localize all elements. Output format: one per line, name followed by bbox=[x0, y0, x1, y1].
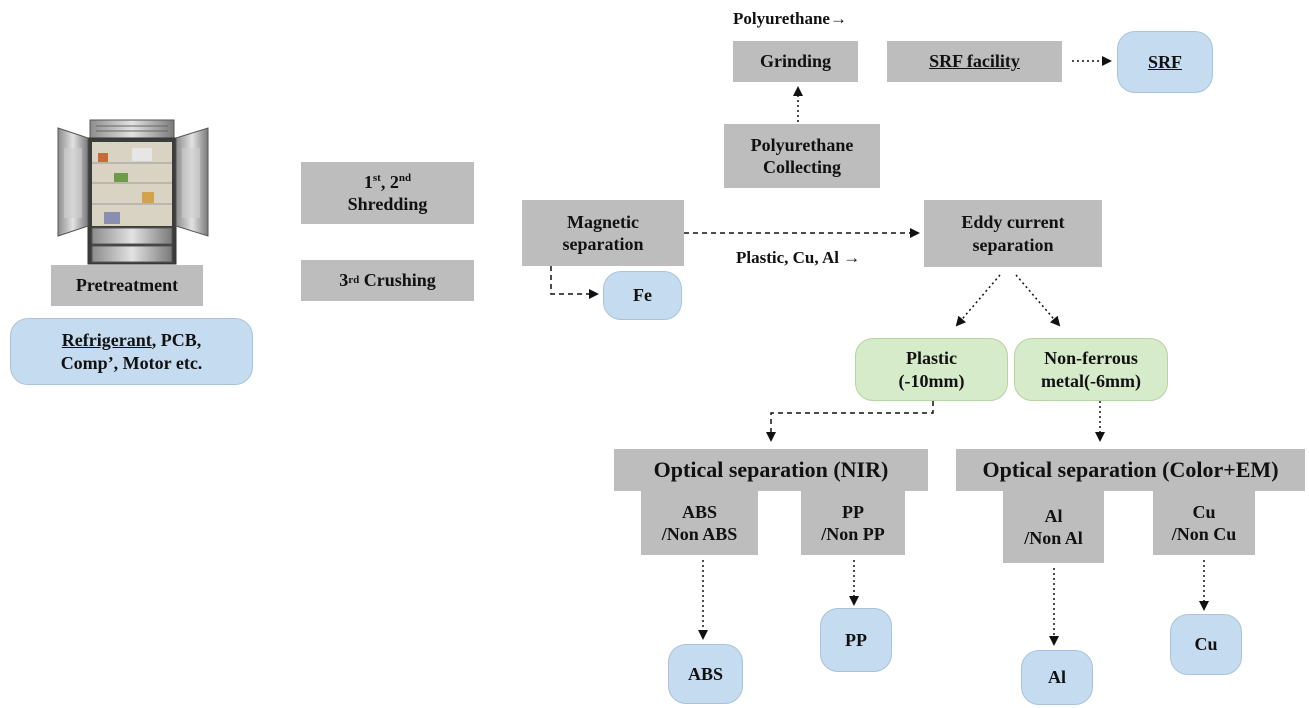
shredding-second-num: , 2 bbox=[380, 171, 399, 192]
optical-nir-label: Optical separation (NIR) bbox=[653, 457, 889, 483]
pp-label: PP bbox=[845, 629, 867, 650]
arrow-plastic-to-nir bbox=[766, 401, 934, 442]
pu-collecting-line2: Collecting bbox=[763, 157, 841, 177]
pcb-label: , PCB, bbox=[151, 330, 202, 350]
pretreatment-box: Pretreatment bbox=[51, 265, 203, 306]
al-sep-line1: Al bbox=[1044, 505, 1063, 526]
fe-product-box: Fe bbox=[603, 271, 682, 320]
pp-product-box: PP bbox=[820, 608, 892, 672]
abs-product-box: ABS bbox=[668, 644, 743, 704]
pp-sep-line1: PP bbox=[842, 501, 864, 522]
optical-color-em-label: Optical separation (Color+EM) bbox=[982, 457, 1279, 483]
al-separation-box: Al /Non Al bbox=[1003, 491, 1104, 563]
srf-facility-label: SRF facility bbox=[929, 51, 1020, 72]
plastic-cu-al-label: Plastic, Cu, Al → bbox=[736, 248, 861, 267]
shredding-first-num: 1 bbox=[363, 171, 373, 192]
pu-collecting-line1: Polyurethane bbox=[750, 134, 854, 155]
magnetic-label-line1: Magnetic bbox=[567, 211, 639, 232]
eddy-label-line1: Eddy current bbox=[961, 212, 1065, 232]
al-product-box: Al bbox=[1021, 650, 1093, 705]
arrow-magnetic-to-fe bbox=[550, 266, 599, 299]
refrigerator-icon bbox=[57, 119, 209, 265]
abs-sep-line1: ABS bbox=[681, 501, 717, 522]
shredding-box: 1st, 2nd Shredding bbox=[301, 162, 474, 224]
polyurethane-label: Polyurethane→ bbox=[733, 9, 847, 28]
al-sep-line2: /Non Al bbox=[1024, 528, 1083, 548]
shredding-label: Shredding bbox=[347, 194, 428, 214]
pretreatment-removed-items-box: Refrigerant, PCB, Comp’, Motor etc. bbox=[10, 318, 253, 385]
magnetic-separation-box: Magnetic separation bbox=[522, 200, 684, 266]
crushing-label: Crushing bbox=[359, 270, 436, 291]
cu-product-box: Cu bbox=[1170, 614, 1242, 675]
nonferrous-fraction-box: Non-ferrous metal(-6mm) bbox=[1014, 338, 1168, 401]
al-label: Al bbox=[1048, 667, 1066, 688]
grinding-box: Grinding bbox=[733, 41, 858, 82]
shredding-second-sup: nd bbox=[398, 171, 412, 184]
arrow-eddy-to-plastic bbox=[955, 274, 1001, 327]
pp-sep-line2: /Non PP bbox=[821, 524, 885, 544]
nonferrous-label-line2: metal(-6mm) bbox=[1041, 370, 1141, 391]
crushing-num: 3 bbox=[339, 270, 349, 291]
comp-motor-label: Comp’, Motor etc. bbox=[60, 352, 203, 373]
fe-label: Fe bbox=[633, 285, 652, 306]
cu-label: Cu bbox=[1194, 634, 1218, 655]
srf-product-box: SRF bbox=[1117, 31, 1213, 93]
plastic-label-line1: Plastic bbox=[906, 348, 957, 368]
pp-separation-box: PP /Non PP bbox=[801, 491, 905, 555]
shredding-first-sup: st bbox=[372, 171, 381, 184]
refrigerant-label: Refrigerant bbox=[61, 330, 152, 350]
plastic-fraction-box: Plastic (-10mm) bbox=[855, 338, 1008, 401]
arrow-eddy-to-nonferrous bbox=[1015, 274, 1061, 327]
polyurethane-collecting-box: Polyurethane Collecting bbox=[724, 124, 880, 188]
srf-facility-box: SRF facility bbox=[887, 41, 1062, 82]
cu-sep-line2: /Non Cu bbox=[1171, 524, 1237, 544]
cu-separation-box: Cu /Non Cu bbox=[1153, 491, 1255, 555]
pretreatment-label: Pretreatment bbox=[75, 275, 179, 296]
nonferrous-label-line1: Non-ferrous bbox=[1044, 348, 1138, 368]
eddy-current-separation-box: Eddy current separation bbox=[924, 200, 1102, 267]
abs-sep-line2: /Non ABS bbox=[661, 524, 738, 544]
abs-label: ABS bbox=[687, 663, 723, 684]
grinding-label: Grinding bbox=[759, 51, 832, 72]
crushing-sup: rd bbox=[348, 273, 360, 286]
magnetic-label-line2: separation bbox=[562, 234, 644, 254]
plastic-label-line2: (-10mm) bbox=[898, 370, 965, 391]
cu-sep-line1: Cu bbox=[1192, 501, 1216, 522]
abs-separation-box: ABS /Non ABS bbox=[641, 491, 758, 555]
srf-label: SRF bbox=[1147, 51, 1182, 72]
eddy-label-line2: separation bbox=[972, 234, 1054, 255]
optical-color-em-box: Optical separation (Color+EM) bbox=[956, 449, 1305, 491]
optical-nir-box: Optical separation (NIR) bbox=[614, 449, 928, 491]
